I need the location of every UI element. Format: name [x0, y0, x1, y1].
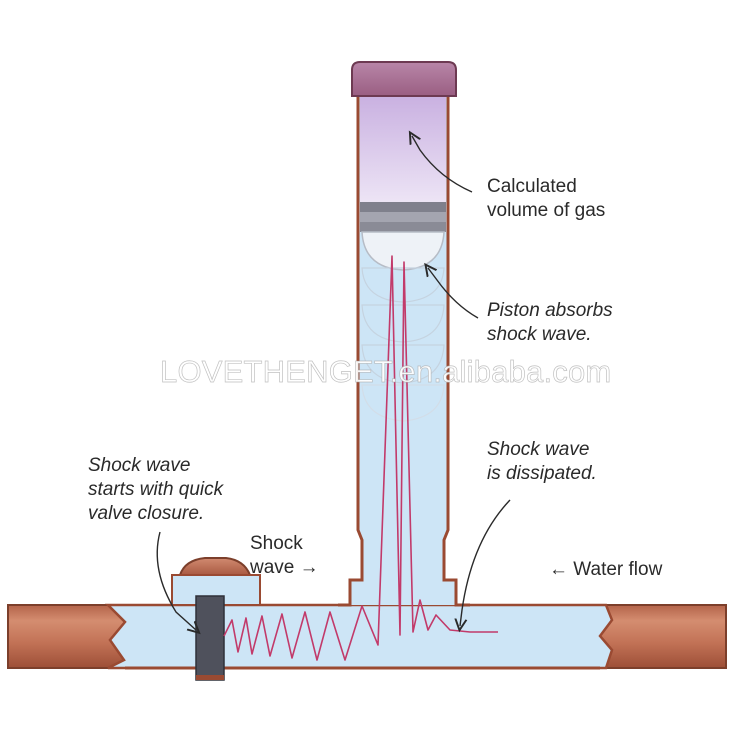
- watermark: LOVETHENGET.en.alibaba.com: [160, 354, 612, 390]
- left-copper-pipe: [7, 604, 127, 669]
- leader-arrows: [156, 136, 511, 630]
- arrow-gas: [412, 136, 473, 193]
- arrestor-cap: [351, 61, 457, 97]
- shock-wave-trace: [223, 255, 498, 661]
- arrow-dissipated: [460, 499, 511, 626]
- label-valve-closure: Shock wave starts with quick valve closu…: [88, 455, 224, 524]
- label-shock-wave: Shock wave →: [250, 533, 319, 578]
- label-piston: Piston absorbs shock wave.: [487, 300, 613, 345]
- valve-gate: [195, 595, 225, 681]
- gas-chamber: [360, 86, 446, 206]
- valve-cap: [178, 557, 252, 576]
- valve: [171, 557, 261, 681]
- label-water-flow: ← Water flow: [549, 559, 663, 580]
- label-dissipated: Shock wave is dissipated.: [487, 439, 597, 484]
- right-copper-pipe: [598, 604, 727, 669]
- arrow-valve: [156, 531, 196, 630]
- label-calculated-gas: Calculated volume of gas: [487, 176, 606, 221]
- arrow-piston: [428, 268, 479, 319]
